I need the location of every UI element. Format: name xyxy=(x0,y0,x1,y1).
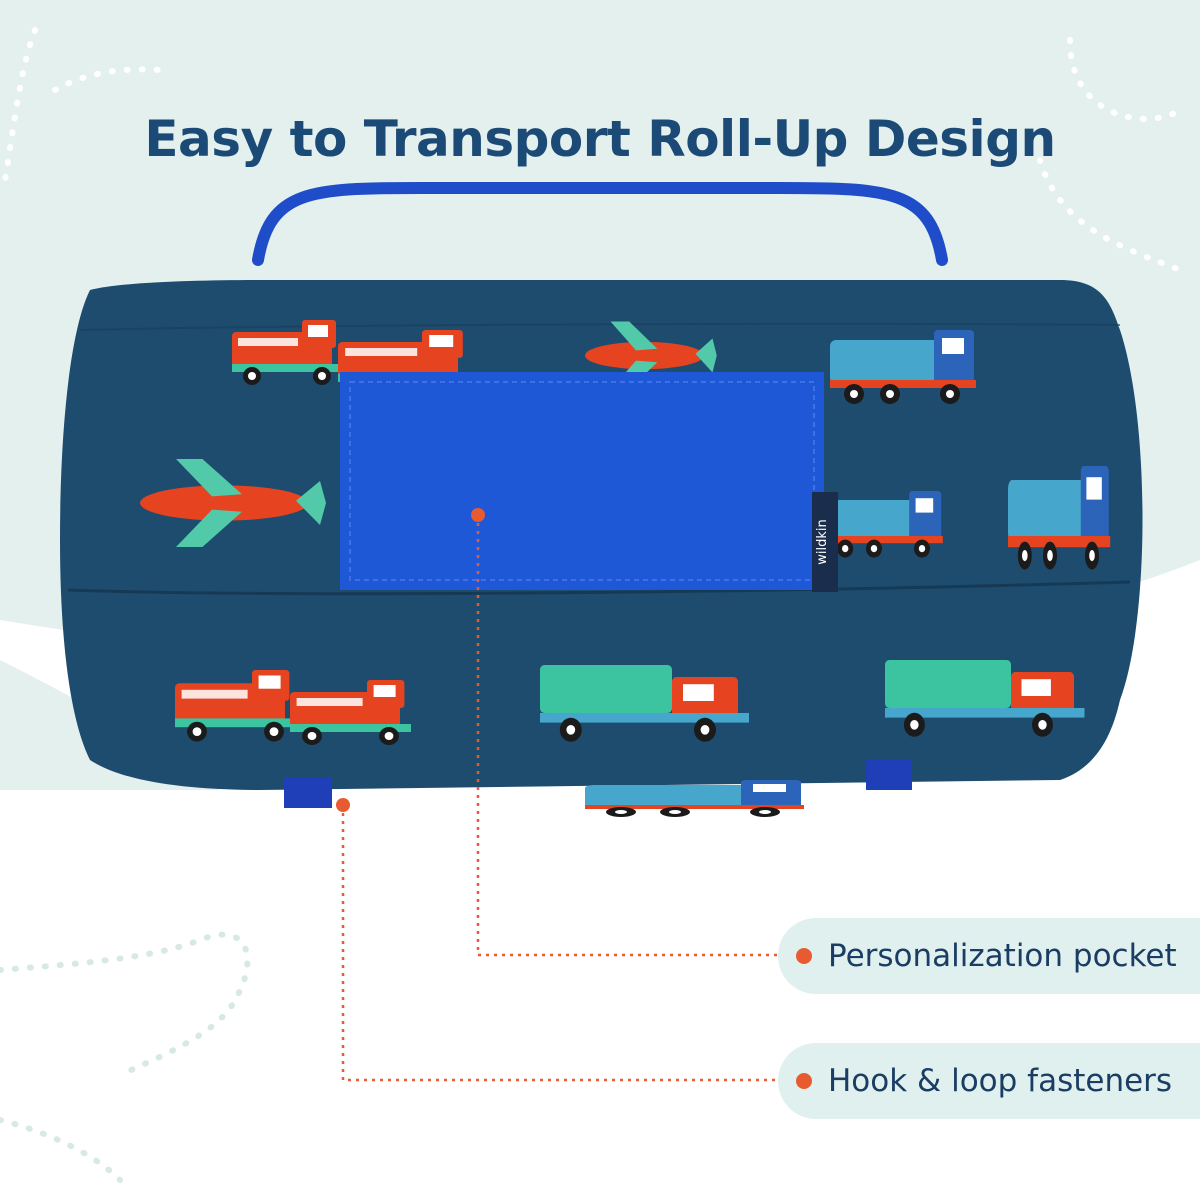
callout-label: Hook & loop fasteners xyxy=(828,1063,1173,1099)
callout-dot xyxy=(796,948,812,964)
callout-dot xyxy=(796,1073,812,1089)
brand-tag xyxy=(812,492,838,592)
personalization-pocket xyxy=(340,372,824,590)
callout-label: Personalization pocket xyxy=(828,938,1177,974)
dotted-path-top-right xyxy=(1067,37,1183,122)
carry-handle xyxy=(252,182,948,266)
fastener-callout-line xyxy=(341,805,805,1082)
page-title: Easy to Transport Roll-Up Design xyxy=(144,110,1056,168)
dotted-path-top-left xyxy=(52,66,163,93)
callout-hook-loop-fasteners: Hook & loop fasteners xyxy=(778,1043,1200,1119)
brand-tag-text: wildkin xyxy=(815,519,830,565)
pocket-callout-line xyxy=(476,515,805,957)
callout-personalization-pocket: Personalization pocket xyxy=(778,918,1200,994)
hook-loop-fastener-left xyxy=(284,778,332,808)
dotted-path-bottom-left xyxy=(0,931,251,1078)
hook-loop-fastener-right xyxy=(866,760,912,790)
